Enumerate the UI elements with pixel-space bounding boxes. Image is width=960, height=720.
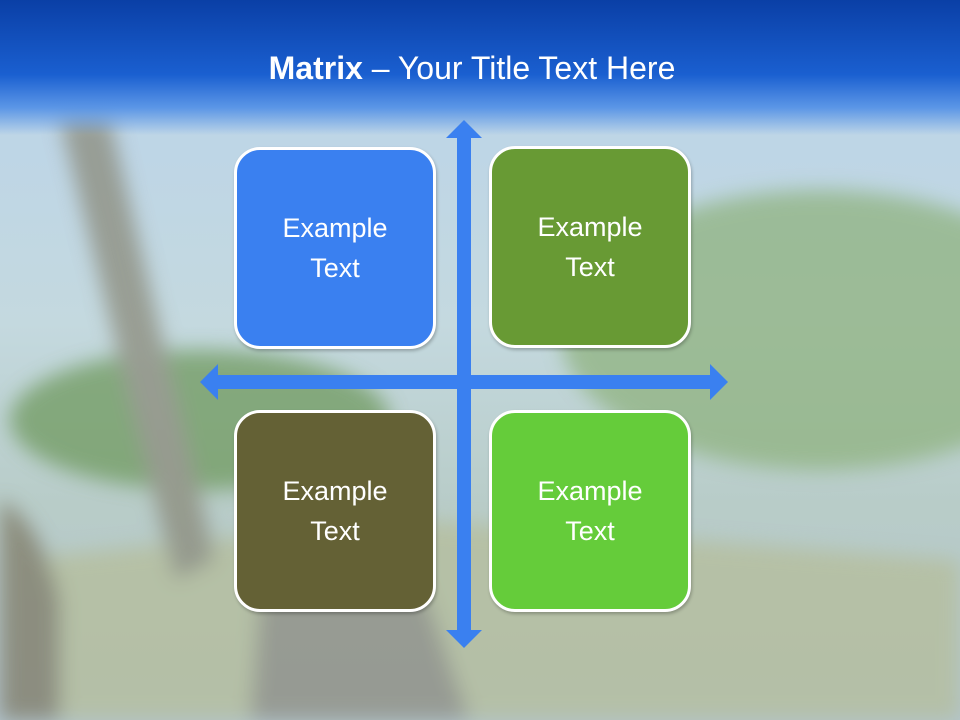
up-arrowhead-icon <box>446 120 482 138</box>
quadrant-bottom-left: Example Text <box>234 410 436 612</box>
quadrant-top-right: Example Text <box>489 146 691 348</box>
quadrant-text: Example Text <box>282 213 388 283</box>
title-band <box>0 0 960 135</box>
quadrant-bottom-right: Example Text <box>489 410 691 612</box>
title-rest: – Your Title Text Here <box>362 50 676 86</box>
down-arrowhead-icon <box>446 630 482 648</box>
left-arrowhead-icon <box>200 364 218 400</box>
slide-title: Matrix – Your Title Text Here <box>0 48 944 88</box>
right-arrowhead-icon <box>710 364 728 400</box>
title-bold: Matrix <box>268 50 363 86</box>
vertical-axis-bar <box>457 135 471 633</box>
quadrant-text: Example Text <box>282 476 388 546</box>
quadrant-top-left: Example Text <box>234 147 436 349</box>
quadrant-text: Example Text <box>537 212 643 282</box>
quadrant-text: Example Text <box>537 476 643 546</box>
